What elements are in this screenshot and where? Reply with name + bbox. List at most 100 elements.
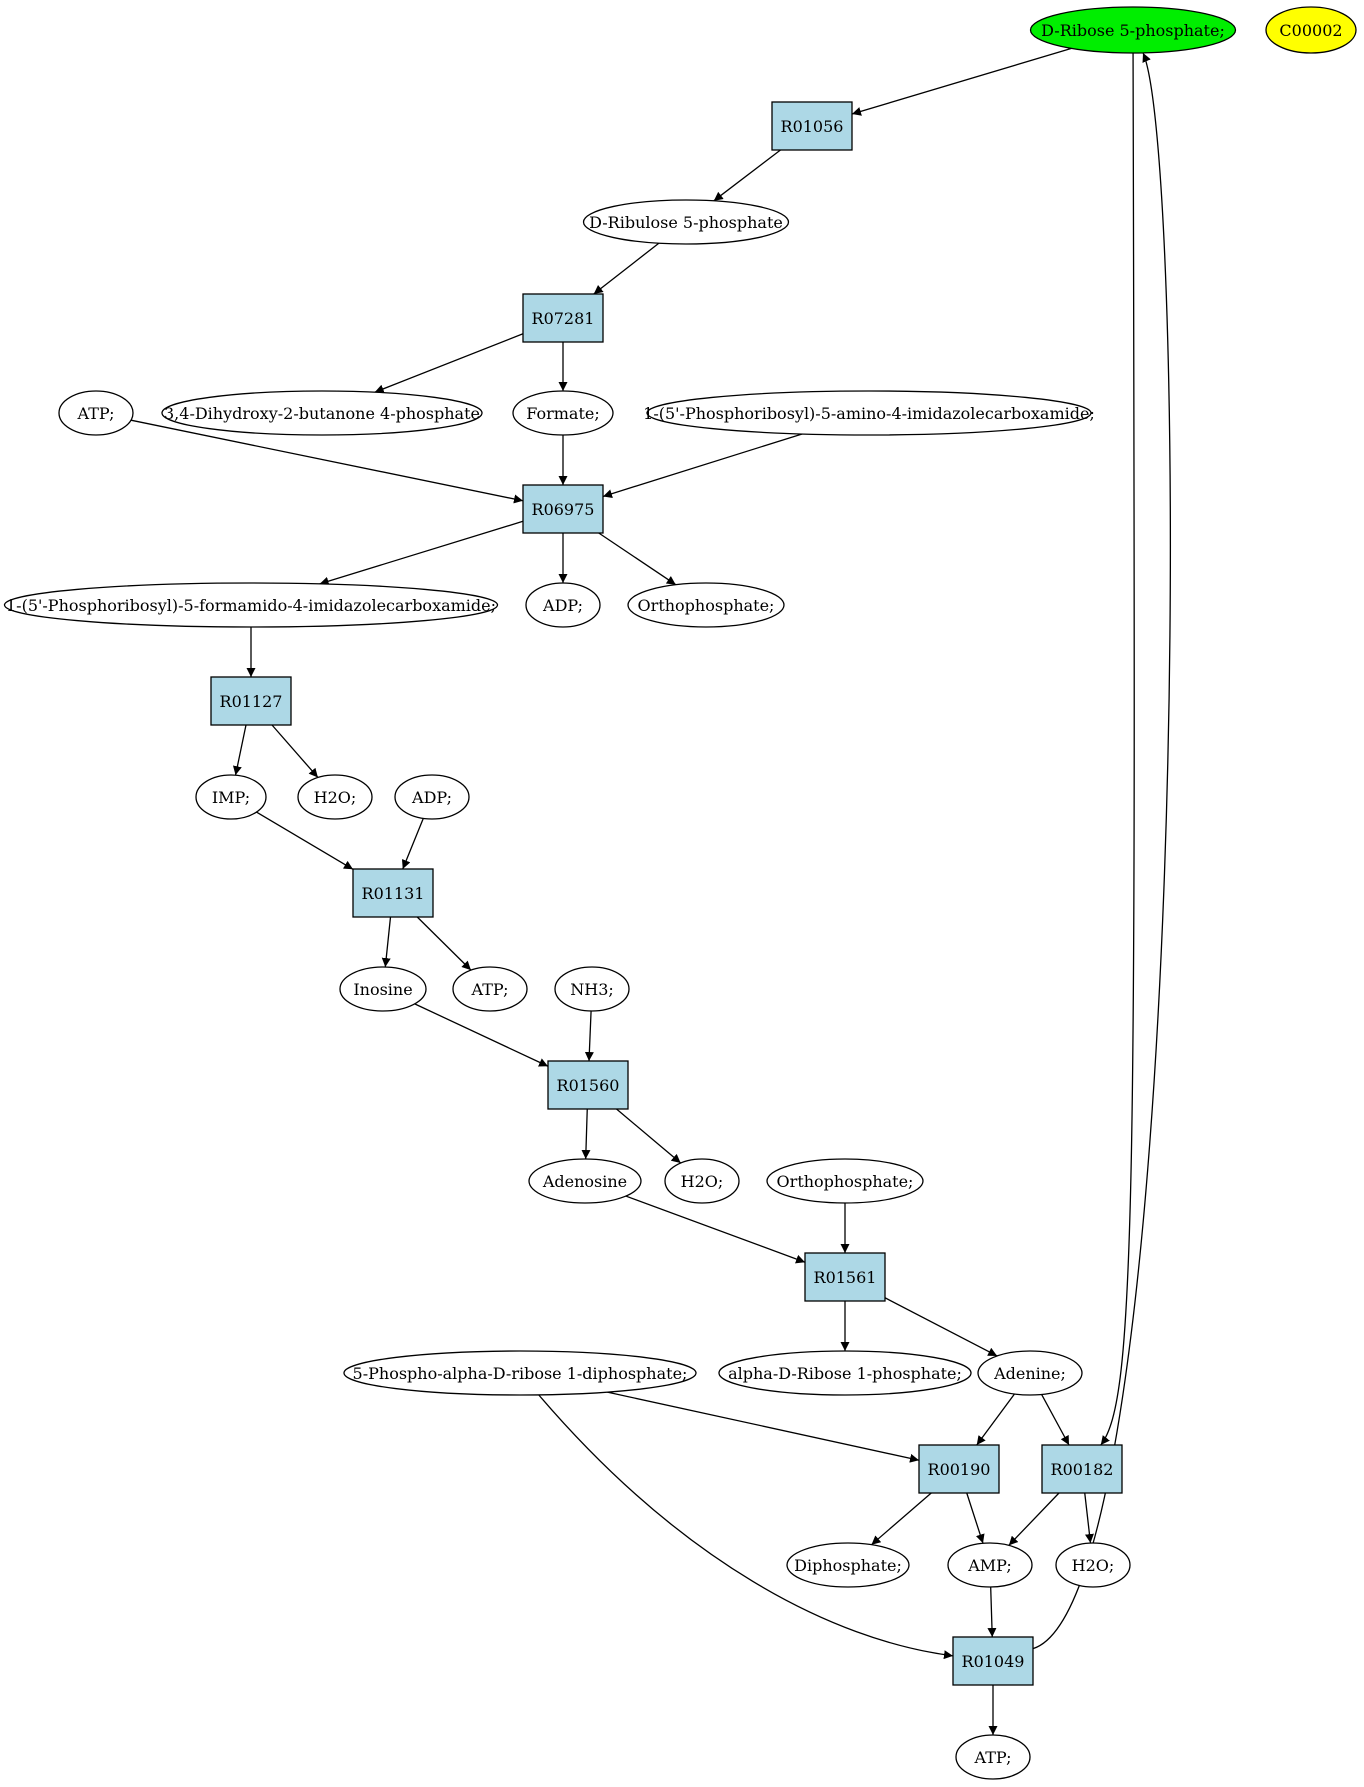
node-label: IMP; (212, 788, 250, 807)
compound-node-pi2[interactable]: Orthophosphate; (766, 1158, 924, 1204)
node-label: C00002 (1279, 21, 1342, 40)
edge-R01131-to-atp2 (416, 916, 472, 971)
compound-ellipse (582, 199, 790, 245)
reaction-node-R07281[interactable]: R07281 (522, 293, 604, 343)
compound-ellipse (1265, 6, 1357, 54)
edge-amp-to-R01049 (987, 1586, 997, 1638)
compound-node-h2o2[interactable]: H2O; (664, 1158, 740, 1204)
compound-node-imp[interactable]: IMP; (195, 774, 267, 820)
edge-ribu5p-to-R07281 (593, 242, 660, 295)
node-label: H2O; (314, 788, 357, 807)
node-label: alpha-D-Ribose 1-phosphate; (728, 1364, 962, 1383)
node-label: Orthophosphate; (777, 1172, 914, 1191)
compound-node-ppi[interactable]: Diphosphate; (786, 1542, 910, 1588)
reaction-node-R01049[interactable]: R01049 (952, 1636, 1034, 1686)
compound-ellipse (297, 774, 373, 820)
reaction-box (522, 293, 604, 343)
node-label: 1-(5'-Phosphoribosyl)-5-formamido-4-imid… (6, 596, 496, 615)
node-label: NH3; (570, 980, 614, 999)
node-label: R01561 (814, 1268, 877, 1287)
edge-R01056-to-ribu5p (713, 149, 781, 202)
compound-node-nh3[interactable]: NH3; (554, 966, 630, 1012)
edge-rib5p-to-R01056 (851, 47, 1072, 116)
node-label: R01049 (962, 1652, 1025, 1671)
node-label: Adenine; (993, 1364, 1066, 1383)
compound-node-amp[interactable]: AMP; (947, 1542, 1033, 1588)
edge-inosine-to-R01560 (414, 1003, 549, 1067)
node-label: ATP; (974, 1748, 1012, 1767)
compound-ellipse (1055, 1542, 1131, 1588)
compound-node-h2o3[interactable]: H2O; (1055, 1542, 1131, 1588)
reaction-box (1041, 1444, 1123, 1494)
compound-ellipse (394, 774, 470, 820)
compound-node-adp2[interactable]: ADP; (394, 774, 470, 820)
compound-ellipse (646, 390, 1092, 436)
edge-R07281-to-dhbp (374, 333, 524, 394)
reaction-node-R06975[interactable]: R06975 (522, 484, 604, 534)
node-label: R00190 (928, 1460, 991, 1479)
node-label: H2O; (1072, 1556, 1115, 1575)
reaction-node-R01131[interactable]: R01131 (352, 868, 434, 918)
node-label: 5-Phospho-alpha-D-ribose 1-diphosphate; (353, 1364, 688, 1383)
node-label: R01127 (220, 692, 283, 711)
node-label: R06975 (532, 500, 595, 519)
reaction-node-R00182[interactable]: R00182 (1041, 1444, 1123, 1494)
compound-node-dhbp[interactable]: 3,4-Dihydroxy-2-butanone 4-phosphate (161, 390, 483, 436)
compound-node-atp1[interactable]: ATP; (58, 390, 134, 436)
compound-node-atp2[interactable]: ATP; (452, 966, 528, 1012)
node-label: H2O; (681, 1172, 724, 1191)
compound-node-atp3[interactable]: ATP; (955, 1734, 1031, 1780)
edge-prpp-to-R01049 (538, 1394, 954, 1660)
node-label: R01056 (781, 117, 844, 136)
compound-node-pi1[interactable]: Orthophosphate; (627, 582, 785, 628)
compound-node-adenine[interactable]: Adenine; (977, 1350, 1083, 1396)
node-label: ATP; (471, 980, 509, 999)
compound-node-adenosine[interactable]: Adenosine (528, 1158, 642, 1204)
node-label: ATP; (77, 404, 115, 423)
node-label: D-Ribose 5-phosphate; (1041, 21, 1225, 40)
edge-R01560-to-adenosine (581, 1108, 591, 1160)
node-label: Formate; (526, 404, 600, 423)
compound-node-inosine[interactable]: Inosine (339, 966, 427, 1012)
compound-ellipse (528, 1158, 642, 1204)
edge-aicar-to-R06975 (602, 433, 803, 499)
edge-adenine-to-R00190 (976, 1393, 1015, 1446)
compound-node-c00002[interactable]: C00002 (1265, 6, 1357, 54)
compound-node-faicar[interactable]: 1-(5'-Phosphoribosyl)-5-formamido-4-imid… (3, 582, 499, 628)
node-label: Inosine (353, 980, 412, 999)
compound-node-formate[interactable]: Formate; (512, 390, 614, 436)
node-label: 3,4-Dihydroxy-2-butanone 4-phosphate (164, 404, 480, 423)
compound-node-prpp[interactable]: 5-Phospho-alpha-D-ribose 1-diphosphate; (343, 1350, 697, 1396)
edge-rib5p-to-R00182 (1100, 52, 1135, 1446)
compound-ellipse (955, 1734, 1031, 1780)
node-label: R07281 (532, 309, 595, 328)
compound-ellipse (554, 966, 630, 1012)
reaction-box (352, 868, 434, 918)
reaction-node-R01560[interactable]: R01560 (547, 1060, 629, 1110)
reaction-node-R00190[interactable]: R00190 (918, 1444, 1000, 1494)
compound-node-r1p[interactable]: alpha-D-Ribose 1-phosphate; (718, 1350, 972, 1396)
node-label: 1-(5'-Phosphoribosyl)-5-amino-4-imidazol… (643, 404, 1095, 423)
compound-ellipse (58, 390, 134, 436)
compound-node-ribu5p[interactable]: D-Ribulose 5-phosphate (582, 199, 790, 245)
compound-ellipse (786, 1542, 910, 1588)
node-label: R00182 (1051, 1460, 1114, 1479)
compound-ellipse (3, 582, 499, 628)
compound-ellipse (977, 1350, 1083, 1396)
reaction-box (918, 1444, 1000, 1494)
reaction-box (210, 676, 292, 726)
node-label: ADP; (542, 596, 583, 615)
edge-R06975-to-faicar (319, 520, 524, 586)
compound-node-aicar[interactable]: 1-(5'-Phosphoribosyl)-5-amino-4-imidazol… (643, 390, 1095, 436)
compound-ellipse (766, 1158, 924, 1204)
compound-ellipse (1029, 6, 1237, 54)
reaction-node-R01127[interactable]: R01127 (210, 676, 292, 726)
compound-ellipse (452, 966, 528, 1012)
compound-node-h2o1[interactable]: H2O; (297, 774, 373, 820)
compound-ellipse (339, 966, 427, 1012)
compound-node-adp1[interactable]: ADP; (525, 582, 601, 628)
reaction-node-R01056[interactable]: R01056 (771, 101, 853, 151)
reaction-node-R01561[interactable]: R01561 (804, 1252, 886, 1302)
compound-node-rib5p[interactable]: D-Ribose 5-phosphate; (1029, 6, 1237, 54)
